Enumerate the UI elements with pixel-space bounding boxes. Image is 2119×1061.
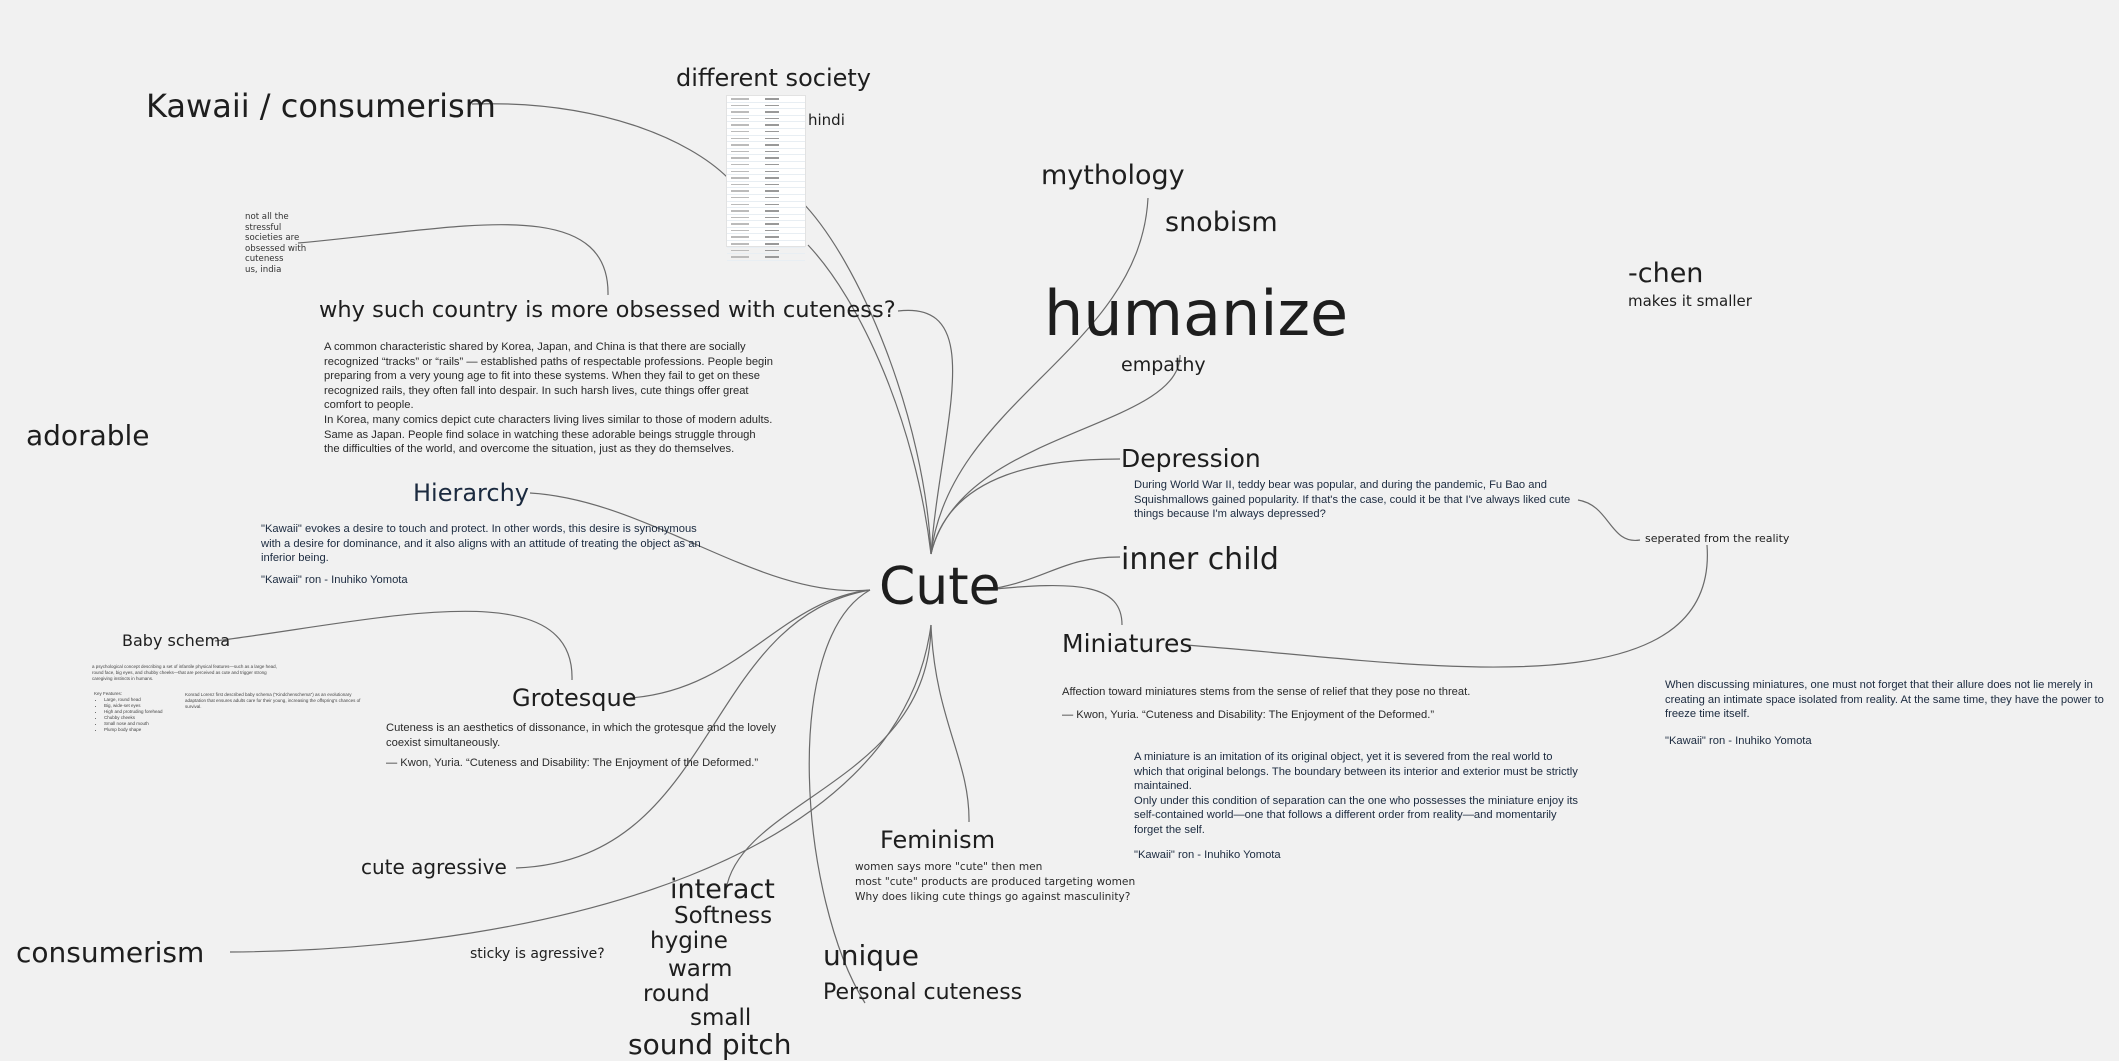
node-why-such-country[interactable]: why such country is more obsessed with c… — [319, 297, 896, 323]
baby-lorenz[interactable]: Konrad Lorenz first described baby schem… — [185, 692, 361, 709]
connector — [930, 197, 1149, 555]
connector — [471, 103, 729, 179]
connector — [807, 244, 932, 555]
node-cute-agressive[interactable]: cute agressive — [361, 855, 507, 879]
feature-item: Small nose and mouth — [104, 721, 174, 727]
feature-item: Big, wide-set eyes — [104, 703, 174, 709]
note-line: societies are — [245, 233, 300, 244]
note-line: cuteness — [245, 254, 284, 265]
feature-item: Chubby cheeks — [104, 715, 174, 721]
paragraph: Only under this condition of separation … — [1134, 794, 1579, 836]
node-softness[interactable]: Softness — [674, 903, 773, 929]
connector — [808, 589, 871, 1004]
connector — [725, 624, 932, 891]
baby-features[interactable]: Key Features: Large, round headBig, wide… — [94, 691, 174, 733]
node-sticky[interactable]: sticky is agressive? — [470, 946, 605, 962]
note-line: most "cute" products are produced target… — [855, 876, 1136, 888]
node-consumerism[interactable]: consumerism — [16, 936, 205, 969]
node-miniatures[interactable]: Miniatures — [1062, 629, 1193, 658]
connector — [799, 199, 932, 555]
node-chen[interactable]: -chen — [1628, 258, 1704, 289]
hierarchy-text[interactable]: "Kawaii" evokes a desire to touch and pr… — [261, 523, 701, 565]
node-hygine[interactable]: hygine — [650, 928, 728, 954]
node-cute-center[interactable]: Cute — [879, 557, 1001, 617]
grotesque-source[interactable]: — Kwon, Yuria. “Cuteness and Disability:… — [386, 757, 759, 769]
node-separated[interactable]: seperated from the reality — [1645, 532, 1790, 545]
node-mythology[interactable]: mythology — [1041, 160, 1185, 191]
connector — [515, 589, 871, 869]
note-line: Why does liking cute things go against m… — [855, 891, 1131, 903]
note-line: us, india — [245, 264, 282, 275]
node-snobism[interactable]: snobism — [1165, 207, 1278, 238]
connector — [1184, 544, 1708, 668]
chen-note[interactable]: makes it smaller — [1628, 292, 1752, 310]
node-inner-child[interactable]: inner child — [1121, 542, 1279, 577]
node-interact[interactable]: interact — [670, 874, 775, 905]
node-depression[interactable]: Depression — [1121, 444, 1261, 473]
node-hierarchy[interactable]: Hierarchy — [413, 479, 530, 507]
miniatures-source-1[interactable]: — Kwon, Yuria. “Cuteness and Disability:… — [1062, 709, 1435, 721]
node-feminism[interactable]: Feminism — [880, 826, 996, 854]
node-humanize[interactable]: humanize — [1044, 277, 1349, 350]
connector — [214, 610, 573, 681]
node-small[interactable]: small — [690, 1005, 752, 1031]
connector — [629, 589, 871, 699]
feature-item: Large, round head — [104, 697, 174, 703]
feminism-notes[interactable]: women says more "cute" then men most "cut… — [855, 860, 1135, 905]
connector — [229, 624, 932, 953]
node-grotesque[interactable]: Grotesque — [512, 684, 637, 712]
depression-text[interactable]: During World War II, teddy bear was popu… — [1134, 479, 1571, 521]
connector — [984, 584, 1123, 626]
note-line: obsessed with — [245, 243, 307, 254]
hierarchy-source[interactable]: "Kawaii" ron - Inuhiko Yomota — [261, 574, 408, 586]
connector — [930, 624, 970, 823]
connector — [897, 309, 954, 555]
connector — [984, 556, 1121, 591]
baby-key-label: Key Features: — [94, 691, 123, 696]
baby-desc[interactable]: a psychological concept describing a set… — [92, 664, 277, 681]
note-line: not all the — [245, 212, 289, 222]
miniatures-source-3[interactable]: "Kawaii" ron - Inuhiko Yomota — [1665, 735, 1812, 747]
connector — [529, 492, 871, 592]
grotesque-text[interactable]: Cuteness is an aesthetics of dissonance,… — [386, 722, 776, 749]
connector — [1577, 499, 1641, 541]
why-text[interactable]: A common characteristic shared by Korea,… — [324, 340, 774, 457]
connector — [297, 224, 609, 296]
miniatures-text-1[interactable]: Affection toward miniatures stems from t… — [1062, 686, 1471, 698]
connector — [930, 458, 1121, 555]
node-personal-cuteness[interactable]: Personal cuteness — [823, 980, 1023, 1005]
node-different-society[interactable]: different society — [676, 64, 871, 92]
node-baby-schema[interactable]: Baby schema — [122, 631, 230, 650]
miniatures-text-3[interactable]: When discussing miniatures, one must not… — [1665, 679, 2104, 721]
node-round[interactable]: round — [643, 981, 710, 1007]
node-empathy[interactable]: empathy — [1121, 354, 1206, 376]
note-line: stressful — [245, 222, 282, 233]
node-unique[interactable]: unique — [823, 939, 920, 972]
note-line: women says more "cute" then men — [855, 861, 1043, 873]
node-warm[interactable]: warm — [668, 956, 733, 982]
miniatures-text-2[interactable]: A miniature is an imitation of its origi… — [1134, 750, 1579, 838]
miniatures-source-2[interactable]: "Kawaii" ron - Inuhiko Yomota — [1134, 849, 1281, 861]
node-kawaii-consumerism[interactable]: Kawaii / consumerism — [146, 87, 496, 125]
feature-item: High and protruding forehead — [104, 709, 174, 715]
node-adorable[interactable]: adorable — [26, 419, 150, 452]
paragraph: A miniature is an imitation of its origi… — [1134, 751, 1578, 793]
feature-item: Plump body shape — [104, 727, 174, 733]
table-thumbnail[interactable] — [726, 95, 806, 261]
node-sound-pitch[interactable]: sound pitch — [628, 1028, 792, 1061]
paragraph: A common characteristic shared by Korea,… — [324, 341, 773, 412]
node-hindi[interactable]: hindi — [808, 111, 845, 129]
paragraph: In Korea, many comics depict cute charac… — [324, 413, 773, 456]
